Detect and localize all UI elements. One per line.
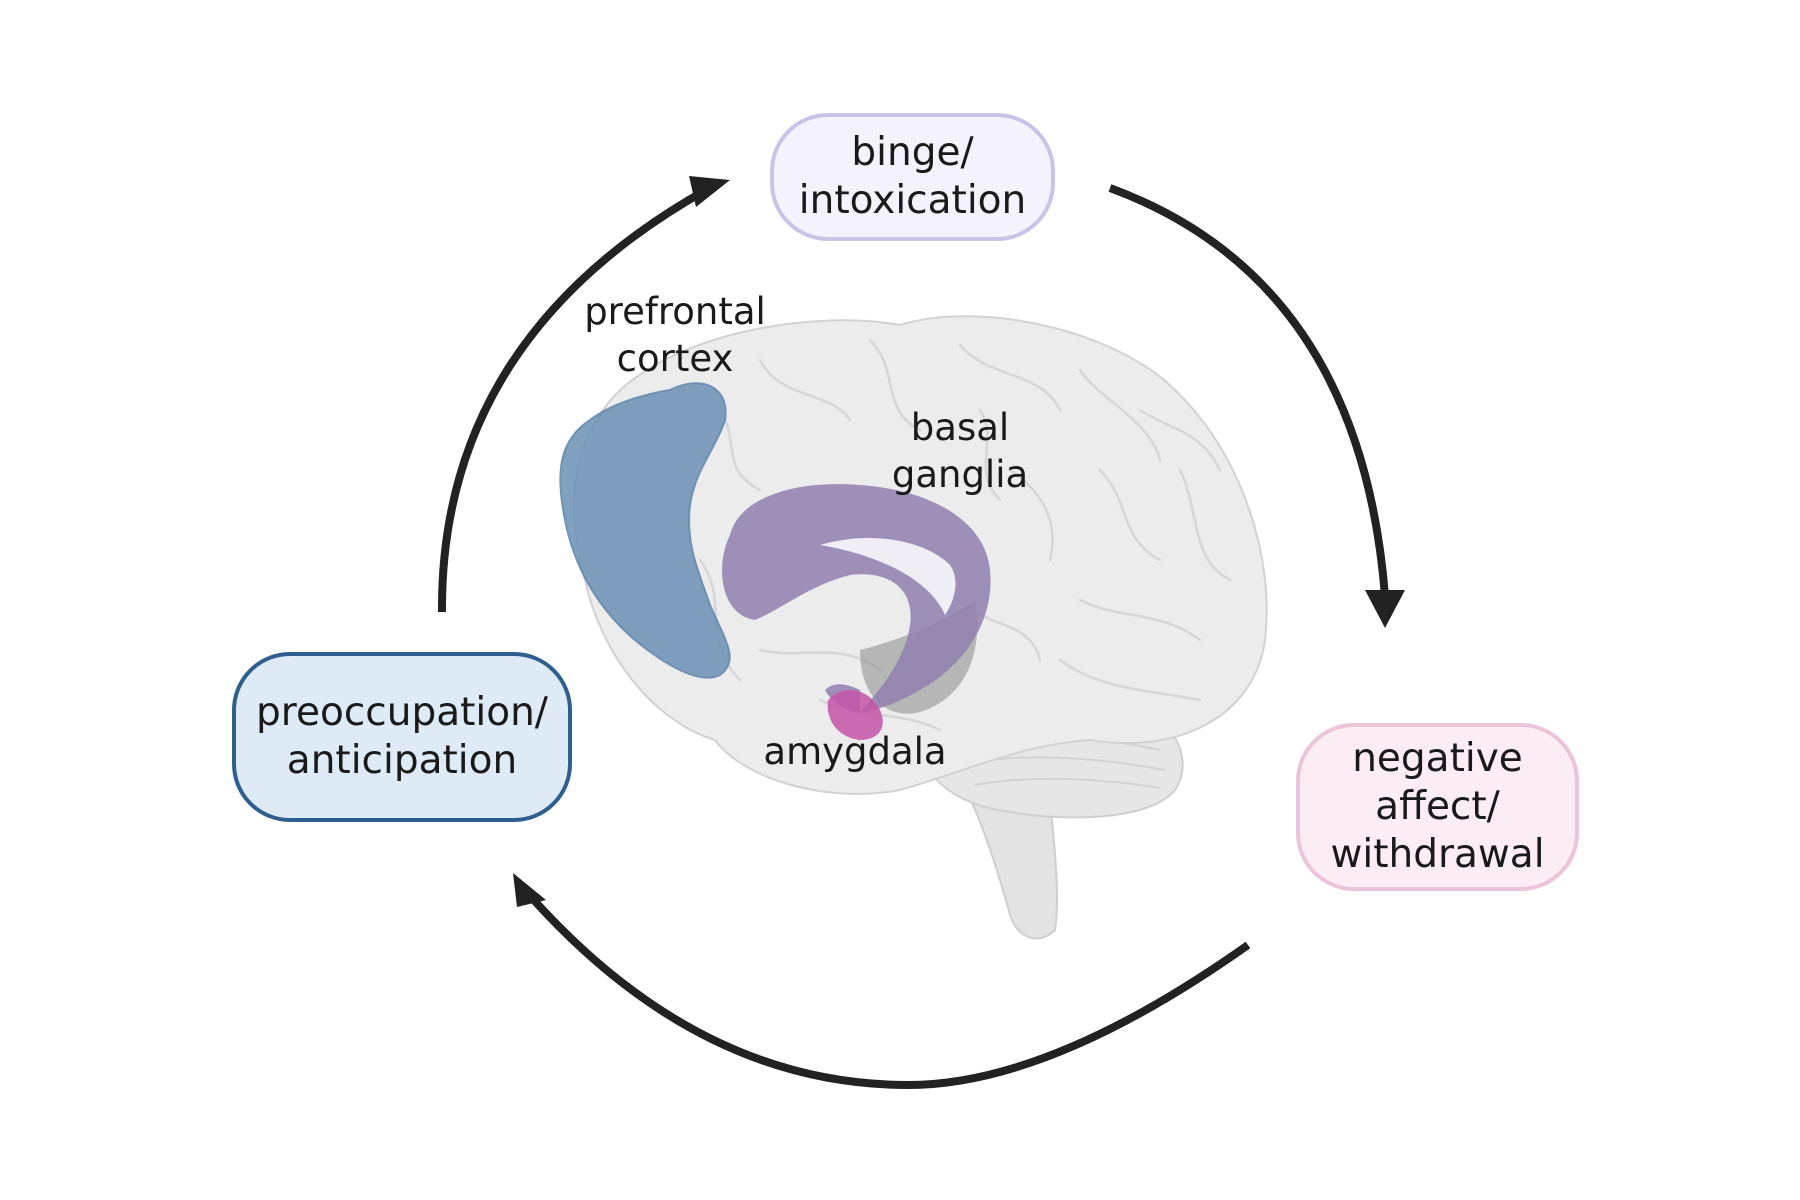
arrowhead-upleft-icon bbox=[513, 873, 546, 907]
arrow-preoccupation-to-binge bbox=[437, 186, 708, 613]
arrow-negative-to-preoccupation bbox=[529, 895, 1251, 1090]
label-amygdala: amygdala bbox=[763, 730, 947, 773]
stage-preoccupation-anticipation: preoccupation/ anticipation bbox=[232, 652, 572, 822]
label-basal-ganglia: basal ganglia bbox=[891, 406, 1029, 496]
basal-ganglia-region bbox=[722, 484, 991, 712]
stage-binge-intoxication: binge/ intoxication bbox=[770, 113, 1055, 241]
stage-negative-affect-withdrawal: negative affect/ withdrawal bbox=[1296, 723, 1579, 891]
basal-ganglia-highlight bbox=[820, 537, 956, 615]
arrow-binge-to-negative bbox=[1108, 184, 1389, 597]
arrowhead-upright-icon bbox=[689, 176, 730, 207]
amygdala-region bbox=[827, 689, 883, 740]
arrowhead-down-icon bbox=[1365, 590, 1405, 628]
prefrontal-cortex-region bbox=[559, 382, 731, 679]
cycle-arrows bbox=[437, 184, 1389, 1090]
label-prefrontal-cortex: prefrontal cortex bbox=[584, 290, 766, 380]
brain-illustration bbox=[559, 315, 1268, 940]
arrow-heads bbox=[513, 176, 1405, 907]
